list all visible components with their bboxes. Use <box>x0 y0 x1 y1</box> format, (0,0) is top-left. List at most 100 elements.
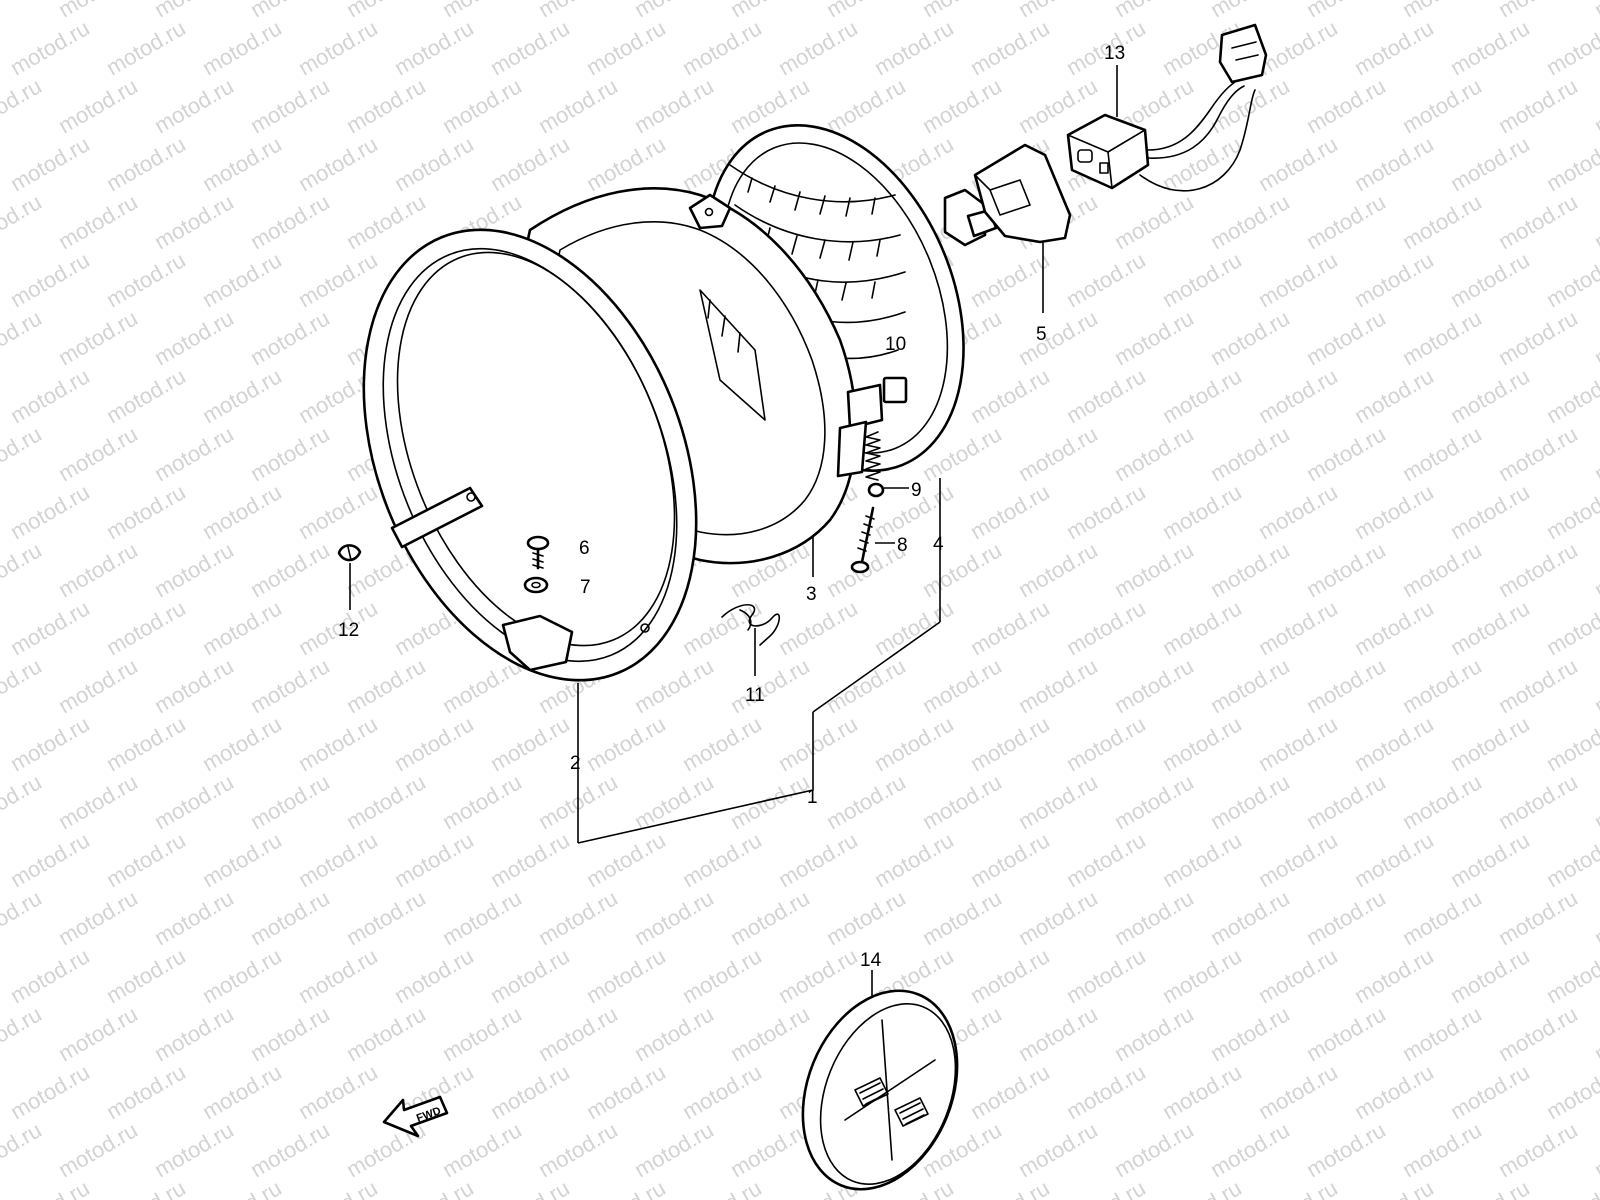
watermark-text: motod.ru <box>246 189 334 254</box>
watermark-text: motod.ru <box>150 537 238 602</box>
watermark-text: motod.ru <box>1446 1059 1534 1124</box>
washer <box>523 576 549 594</box>
watermark-text: motod.ru <box>246 537 334 602</box>
watermark-text: motod.ru <box>342 885 430 950</box>
watermark-text: motod.ru <box>774 711 862 776</box>
callout-2: 2 <box>570 753 581 774</box>
watermark-text: motod.ru <box>1398 1001 1486 1066</box>
watermark-text: motod.ru <box>1446 247 1534 312</box>
watermark-text: motod.ru <box>6 711 94 776</box>
watermark-text: motod.ru <box>1590 769 1600 834</box>
watermark-text: motod.ru <box>1158 1059 1246 1124</box>
callout-8: 8 <box>897 535 908 556</box>
watermark-text: motod.ru <box>822 885 910 950</box>
watermark-text: motod.ru <box>1398 769 1486 834</box>
watermark-text: motod.ru <box>1062 363 1150 428</box>
watermark-text: motod.ru <box>1062 1059 1150 1124</box>
watermark-text: motod.ru <box>1350 131 1438 196</box>
watermark-text: motod.ru <box>6 1059 94 1124</box>
watermark-text: motod.ru <box>342 0 430 22</box>
watermark-text: motod.ru <box>0 189 46 254</box>
watermark-text: motod.ru <box>1062 479 1150 544</box>
watermark-text: motod.ru <box>1206 885 1294 950</box>
watermark-text: motod.ru <box>1062 1175 1150 1200</box>
watermark-text: motod.ru <box>966 15 1054 80</box>
watermark-text: motod.ru <box>1494 305 1582 370</box>
callout-13: 13 <box>1104 43 1125 64</box>
watermark-text: motod.ru <box>630 769 718 834</box>
callout-10: 10 <box>885 334 906 355</box>
watermark-text: motod.ru <box>822 653 910 718</box>
watermark-text: motod.ru <box>774 943 862 1008</box>
watermark-text: motod.ru <box>1158 363 1246 428</box>
watermark-text: motod.ru <box>150 189 238 254</box>
watermark-text: motod.ru <box>1494 189 1582 254</box>
watermark-text: motod.ru <box>1350 15 1438 80</box>
watermark-text: motod.ru <box>1206 1117 1294 1182</box>
watermark-text: motod.ru <box>630 885 718 950</box>
watermark-text: motod.ru <box>1158 479 1246 544</box>
watermark-text: motod.ru <box>1206 769 1294 834</box>
watermark-text: motod.ru <box>294 711 382 776</box>
watermark-text: motod.ru <box>1206 0 1294 22</box>
watermark-text: motod.ru <box>966 595 1054 660</box>
watermark-text: motod.ru <box>1014 1117 1102 1182</box>
watermark-text: motod.ru <box>1206 421 1294 486</box>
watermark-text: motod.ru <box>1542 943 1600 1008</box>
watermark-text: motod.ru <box>726 1001 814 1066</box>
watermark-text: motod.ru <box>1302 885 1390 950</box>
watermark-text: motod.ru <box>102 827 190 892</box>
watermark-text: motod.ru <box>1494 0 1582 22</box>
watermark-text: motod.ru <box>54 0 142 22</box>
watermark-text: motod.ru <box>822 769 910 834</box>
watermark-text: motod.ru <box>246 769 334 834</box>
watermark-text: motod.ru <box>246 73 334 138</box>
watermark-text: motod.ru <box>1158 1175 1246 1200</box>
watermark-text: motod.ru <box>918 537 1006 602</box>
callout-14: 14 <box>860 950 882 971</box>
watermark-text: motod.ru <box>198 1175 286 1200</box>
watermark-text: motod.ru <box>1398 653 1486 718</box>
headlight-rim <box>362 228 698 682</box>
watermark-text: motod.ru <box>582 711 670 776</box>
watermark-text: motod.ru <box>1254 1175 1342 1200</box>
watermark-text: motod.ru <box>630 1117 718 1182</box>
watermark-text: motod.ru <box>1110 653 1198 718</box>
watermark-text: motod.ru <box>486 943 574 1008</box>
leader-line-1b <box>812 621 941 713</box>
watermark-text: motod.ru <box>1254 479 1342 544</box>
watermark-text: motod.ru <box>1158 595 1246 660</box>
watermark-text: motod.ru <box>486 131 574 196</box>
watermark-text: motod.ru <box>6 131 94 196</box>
watermark-text: motod.ru <box>198 479 286 544</box>
watermark-text: motod.ru <box>918 653 1006 718</box>
watermark-text: motod.ru <box>1542 595 1600 660</box>
watermark-text: motod.ru <box>726 1117 814 1182</box>
watermark-text: motod.ru <box>1254 363 1342 428</box>
watermark-text: motod.ru <box>822 73 910 138</box>
watermark-text: motod.ru <box>1206 189 1294 254</box>
watermark-text: motod.ru <box>438 885 526 950</box>
watermark-text: motod.ru <box>102 363 190 428</box>
watermark-text: motod.ru <box>1350 943 1438 1008</box>
watermark-text: motod.ru <box>1590 421 1600 486</box>
watermark-text: motod.ru <box>1062 595 1150 660</box>
watermark-text: motod.ru <box>1158 943 1246 1008</box>
watermark-text: motod.ru <box>1158 827 1246 892</box>
watermark-text: motod.ru <box>390 15 478 80</box>
watermark-text: motod.ru <box>1398 73 1486 138</box>
watermark-text: motod.ru <box>726 885 814 950</box>
watermark-text: motod.ru <box>294 943 382 1008</box>
watermark-text: motod.ru <box>1110 537 1198 602</box>
watermark-text: motod.ru <box>54 73 142 138</box>
watermark-text: motod.ru <box>1590 1117 1600 1182</box>
watermark-text: motod.ru <box>150 769 238 834</box>
watermark-text: motod.ru <box>1590 0 1600 22</box>
adjusting-spring <box>865 431 885 498</box>
watermark-text: motod.ru <box>102 247 190 312</box>
watermark-text: motod.ru <box>1302 421 1390 486</box>
watermark-text: motod.ru <box>342 769 430 834</box>
watermark-text: motod.ru <box>1542 711 1600 776</box>
watermark-text: motod.ru <box>150 885 238 950</box>
